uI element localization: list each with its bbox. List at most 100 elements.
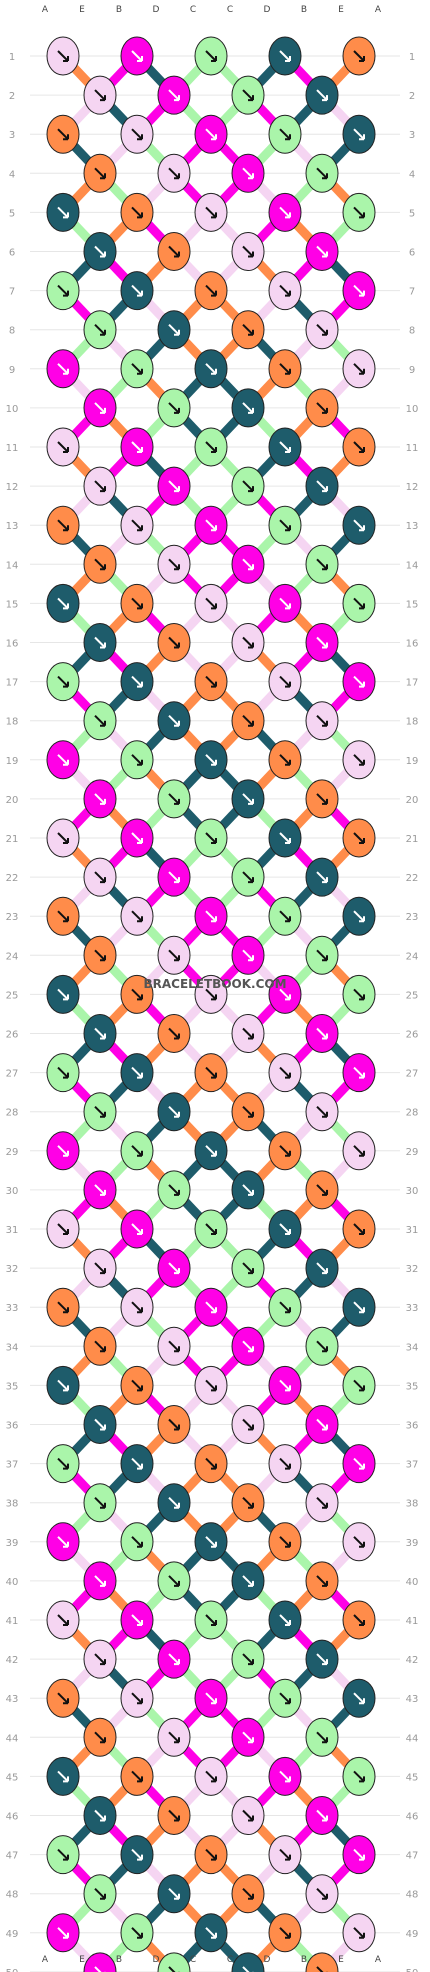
knot (46, 1522, 80, 1562)
knot (194, 1522, 228, 1562)
knot (231, 701, 265, 741)
knot (194, 1600, 228, 1640)
arrow-knot-icon (94, 949, 106, 962)
arrow-knot-icon (353, 441, 365, 453)
knot (342, 36, 376, 76)
strand-label-bottom: E (338, 1955, 344, 1965)
arrow-knot-icon (353, 1770, 365, 1783)
arrow-knot-icon (279, 1223, 291, 1235)
strand-label-top: A (375, 5, 382, 15)
row-number-label: 35 (6, 1381, 19, 1392)
arrow-knot-icon (168, 245, 180, 258)
knot (120, 974, 154, 1014)
arrow-knot-icon (168, 1105, 180, 1118)
arrow-knot-icon (168, 402, 180, 414)
knot (231, 1014, 265, 1053)
arrow-knot-icon (94, 167, 106, 180)
knot (46, 271, 80, 311)
knot (46, 1756, 80, 1796)
arrow-knot-icon (316, 1027, 328, 1040)
knot (305, 701, 339, 741)
knot (305, 544, 339, 584)
knot (157, 388, 191, 428)
knot (83, 1561, 117, 1601)
arrow-knot-icon (131, 284, 143, 297)
arrow-knot-icon (353, 754, 365, 766)
arrow-knot-icon (242, 1653, 254, 1666)
arrow-knot-icon (94, 1340, 106, 1353)
arrow-knot-icon (279, 1145, 291, 1157)
row-number-label: 27 (406, 1069, 419, 1080)
row-number-label: 17 (406, 678, 419, 689)
knot (305, 1170, 339, 1210)
row-number-label: 35 (406, 1381, 419, 1392)
arrow-knot-icon (168, 167, 180, 180)
arrow-knot-icon (131, 441, 143, 453)
knot (83, 935, 117, 975)
row-number-label: 24 (6, 951, 19, 962)
arrow-knot-icon (94, 245, 106, 258)
row-number-label: 18 (6, 717, 19, 728)
knot (46, 1600, 80, 1640)
knot (83, 153, 117, 193)
knot (231, 466, 265, 506)
strand-label-bottom: C (190, 1955, 196, 1965)
row-number-label: 19 (6, 756, 19, 767)
knot (120, 1756, 154, 1796)
knot (157, 1326, 191, 1366)
row-number-label: 47 (6, 1851, 19, 1862)
arrow-knot-icon (316, 793, 328, 805)
knot (83, 310, 117, 350)
knot (46, 1209, 80, 1249)
arrow-knot-icon (353, 1536, 365, 1548)
knot (268, 896, 302, 936)
arrow-knot-icon (205, 1301, 217, 1314)
knot (342, 1444, 376, 1484)
knot (305, 857, 339, 897)
arrow-knot-icon (168, 1575, 180, 1587)
arrow-knot-icon (94, 1809, 106, 1822)
arrow-knot-icon (168, 793, 180, 805)
strand-label-bottom: A (375, 1955, 382, 1965)
arrow-knot-icon (205, 675, 217, 688)
arrow-knot-icon (205, 206, 217, 219)
knot (46, 114, 80, 154)
arrow-knot-icon (316, 1184, 328, 1196)
arrow-knot-icon (279, 1770, 291, 1783)
strand-label-top: D (153, 5, 160, 15)
knot (83, 1014, 117, 1053)
arrow-knot-icon (168, 480, 180, 493)
arrow-knot-icon (168, 1809, 180, 1822)
arrow-knot-icon (205, 1379, 217, 1392)
row-number-label: 36 (6, 1421, 19, 1432)
arrow-knot-icon (205, 284, 217, 297)
knot (268, 1444, 302, 1484)
arrow-knot-icon (131, 988, 143, 1001)
row-number-label: 1 (409, 52, 415, 63)
strand-label-top: B (116, 5, 122, 15)
row-number-label: 2 (9, 91, 15, 102)
arrow-knot-icon (353, 206, 365, 219)
row-number-label: 24 (406, 951, 419, 962)
knot (342, 1835, 376, 1875)
arrow-knot-icon (94, 1887, 106, 1900)
knot (46, 740, 80, 780)
arrow-knot-icon (316, 636, 328, 649)
arrow-knot-icon (94, 871, 106, 884)
knot (46, 662, 80, 702)
knot (305, 310, 339, 350)
knot (83, 779, 117, 819)
knot (157, 1796, 191, 1835)
arrow-knot-icon (168, 1731, 180, 1744)
knot (157, 75, 191, 115)
arrow-knot-icon (242, 1809, 254, 1822)
knot (268, 36, 302, 76)
row-number-label: 37 (6, 1460, 19, 1471)
arrow-knot-icon (168, 1653, 180, 1666)
row-number-label: 3 (9, 130, 15, 141)
knot (120, 1835, 154, 1875)
arrow-knot-icon (242, 1496, 254, 1509)
row-number-label: 15 (406, 599, 419, 610)
row-number-label: 38 (6, 1499, 19, 1510)
arrow-knot-icon (57, 50, 69, 62)
